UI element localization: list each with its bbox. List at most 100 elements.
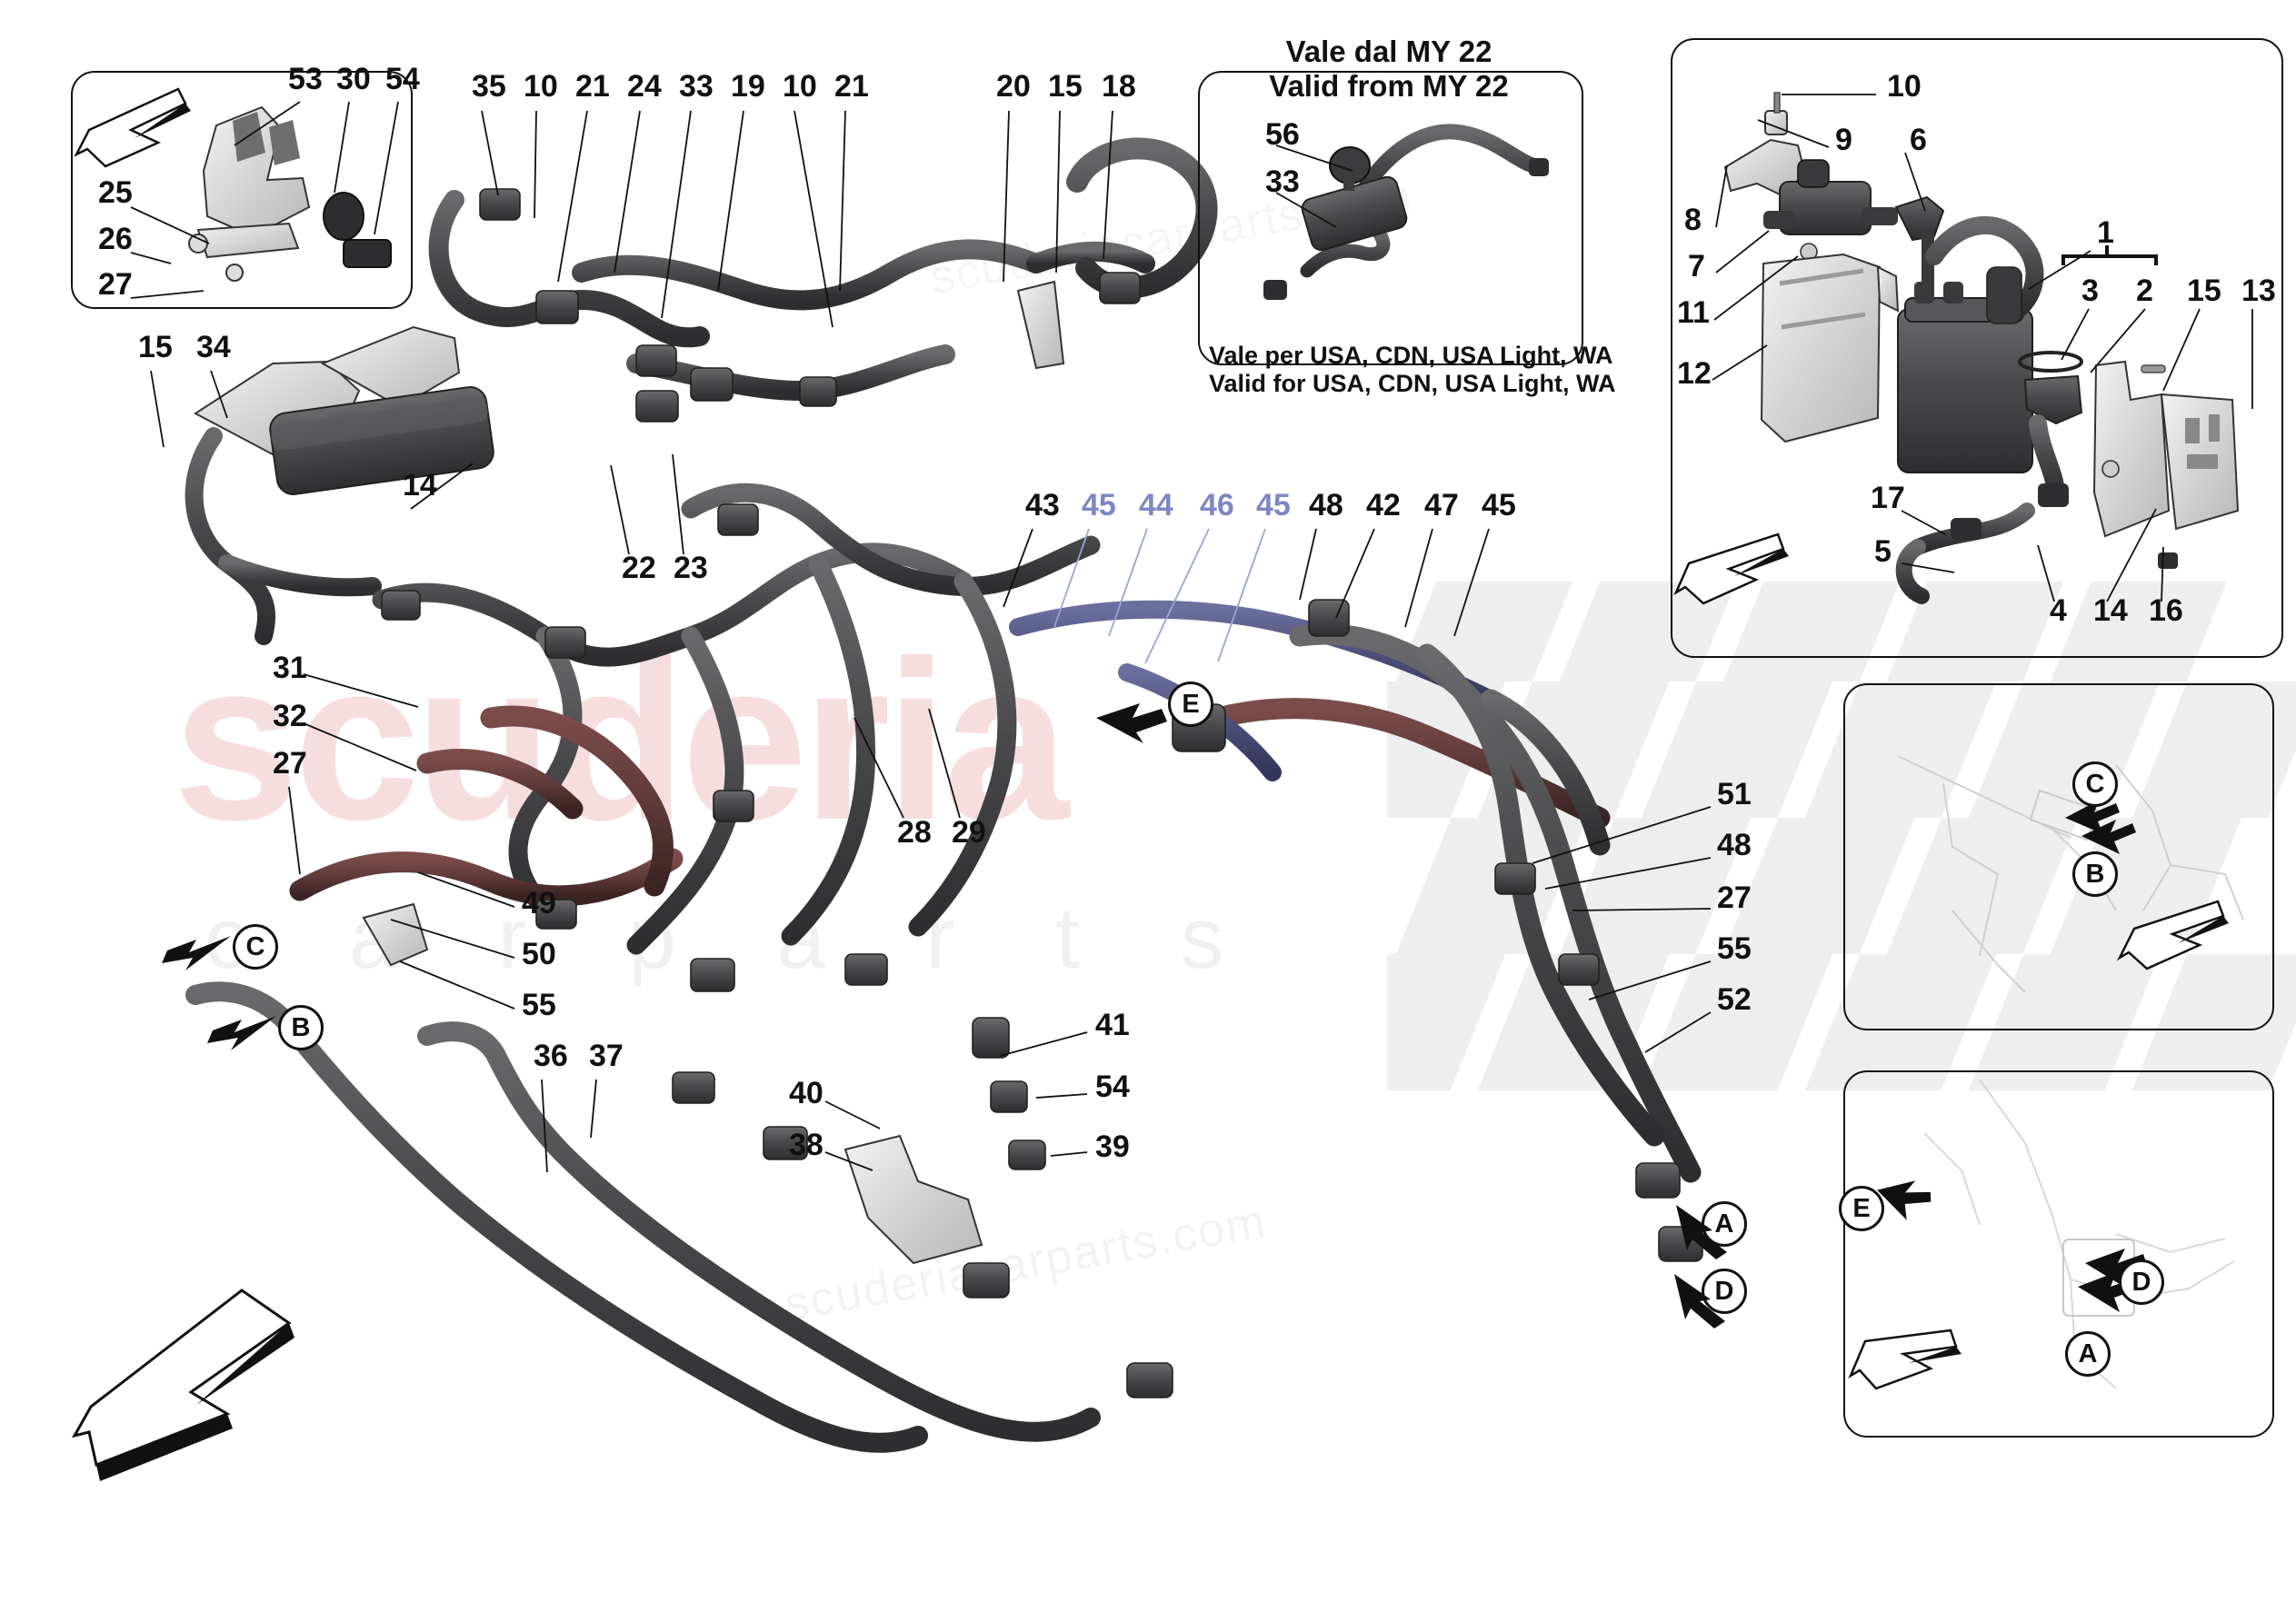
marker-b-main: B (278, 1005, 324, 1050)
panel-tr-callout-5: 5 (1874, 534, 1892, 569)
callout-43: 43 (1025, 488, 1060, 522)
panel-tc-callout-33: 33 (1265, 164, 1300, 199)
callout-27-left: 27 (273, 746, 307, 781)
callout-36: 36 (534, 1039, 568, 1073)
callout-28: 28 (897, 815, 932, 850)
panel-tr-callout-13: 13 (2241, 274, 2276, 308)
marker-b-panel: B (2072, 851, 2118, 897)
callout-33-main: 33 (679, 69, 714, 104)
panel-tc-callout-56: 56 (1265, 117, 1300, 152)
marker-d-panel: D (2119, 1259, 2164, 1305)
callout-23: 23 (674, 551, 708, 585)
callout-50: 50 (522, 937, 556, 971)
panel-top-center (1198, 71, 1583, 365)
callout-45-a: 45 (1082, 488, 1116, 522)
callout-49: 49 (522, 886, 556, 920)
small-brackets (362, 280, 1065, 1265)
panel-bottom-right (1843, 1070, 2274, 1438)
panel-mid-right (1843, 683, 2274, 1030)
callout-35: 35 (472, 69, 506, 104)
panel-top-left-art (74, 87, 392, 282)
callout-14-left: 14 (403, 468, 437, 503)
panel-top-left (71, 71, 413, 309)
hose-connectors (381, 188, 1703, 1398)
marker-a-arrow (1676, 1205, 1727, 1259)
callout-51: 51 (1717, 777, 1752, 811)
panel-tl-callout-27: 27 (98, 267, 133, 302)
marker-a-panel: A (2065, 1331, 2111, 1377)
panel-tr-callout-2: 2 (2136, 274, 2153, 308)
callout-34: 34 (196, 330, 231, 364)
panel-tr-callout-12: 12 (1677, 356, 1712, 391)
panel-tr-callout-11: 11 (1677, 295, 1710, 330)
callout-52: 52 (1717, 982, 1752, 1017)
callout-48-mid: 48 (1309, 488, 1343, 522)
callout-27-right: 27 (1717, 881, 1752, 915)
callout-38: 38 (789, 1128, 824, 1162)
callout-46: 46 (1200, 488, 1234, 522)
callout-32: 32 (273, 699, 307, 733)
panel-tr-callout-6: 6 (1910, 123, 1927, 157)
marker-d-main: D (1702, 1269, 1747, 1314)
panel-tr-callout-9: 9 (1835, 123, 1852, 157)
callout-21-a: 21 (575, 69, 610, 104)
marker-d-arrow (1674, 1274, 1725, 1328)
footer-line-2: Valid for USA, CDN, USA Light, WA (1209, 370, 1616, 398)
callout-42: 42 (1366, 488, 1401, 522)
callout-31: 31 (273, 651, 307, 685)
callout-54-main: 54 (1095, 1070, 1130, 1104)
panel-tr-callout-3: 3 (2081, 274, 2099, 308)
panel-tl-callout-25: 25 (98, 175, 133, 210)
callout-24: 24 (627, 69, 662, 104)
panel-tr-callout-14: 14 (2093, 593, 2128, 628)
panel-tl-callout-53: 53 (288, 62, 323, 96)
callout-45-b: 45 (1256, 488, 1291, 522)
marker-c-arrow (162, 936, 231, 970)
callout-44: 44 (1139, 488, 1173, 522)
panel-tr-callout-10: 10 (1887, 69, 1922, 104)
panel-tr-callout-8: 8 (1684, 203, 1702, 237)
callout-20: 20 (996, 69, 1031, 104)
callout-41: 41 (1095, 1008, 1130, 1042)
panel-top-right (1671, 38, 2283, 658)
callout-10-a: 10 (524, 69, 558, 104)
marker-c-main: C (233, 924, 278, 970)
heading-line-1: Vale dal MY 22 (1285, 35, 1492, 68)
callout-15-top: 15 (1048, 69, 1083, 104)
panel-tr-callout-15: 15 (2187, 274, 2221, 308)
left-canister-group (194, 325, 494, 495)
callout-29: 29 (952, 815, 986, 850)
panel-top-center-art (1263, 124, 1549, 300)
callout-47: 47 (1424, 488, 1459, 522)
marker-e-arrow (1096, 703, 1167, 743)
marker-c-panel: C (2072, 761, 2118, 807)
callout-40: 40 (789, 1076, 824, 1110)
footer-line-1: Vale per USA, CDN, USA Light, WA (1209, 342, 1613, 369)
callout-19: 19 (731, 69, 765, 104)
panel-top-center-footer: Vale per USA, CDN, USA Light, WA Valid f… (1209, 342, 1616, 399)
panel-top-center-heading: Vale dal MY 22 Valid from MY 22 (1216, 35, 1562, 104)
panel-mid-right-art (1897, 755, 2244, 993)
orientation-arrow-bottom-left (71, 1289, 294, 1481)
panel-tl-callout-26: 26 (98, 222, 133, 256)
callout-37: 37 (589, 1039, 624, 1073)
callout-21-b: 21 (834, 69, 869, 104)
heading-line-2: Valid from MY 22 (1269, 69, 1509, 104)
panel-tr-callout-4: 4 (2050, 593, 2067, 628)
panel-tr-callout-17: 17 (1871, 481, 1905, 515)
panel-tr-callout-1: 1 (2097, 215, 2114, 250)
panel-tl-callout-30: 30 (336, 62, 371, 96)
marker-e-main: E (1168, 682, 1213, 727)
marker-b-arrow (207, 1016, 276, 1050)
callout-15-left: 15 (138, 330, 173, 364)
callout-55-left: 55 (522, 988, 556, 1022)
panel-top-right-art (1673, 92, 2240, 605)
callout-10-b: 10 (783, 69, 817, 104)
panel-tr-callout-16: 16 (2149, 593, 2183, 628)
panel-tl-callout-54: 54 (385, 62, 420, 96)
callout-22: 22 (622, 551, 656, 585)
panel-bottom-right-art (1848, 1079, 2235, 1390)
